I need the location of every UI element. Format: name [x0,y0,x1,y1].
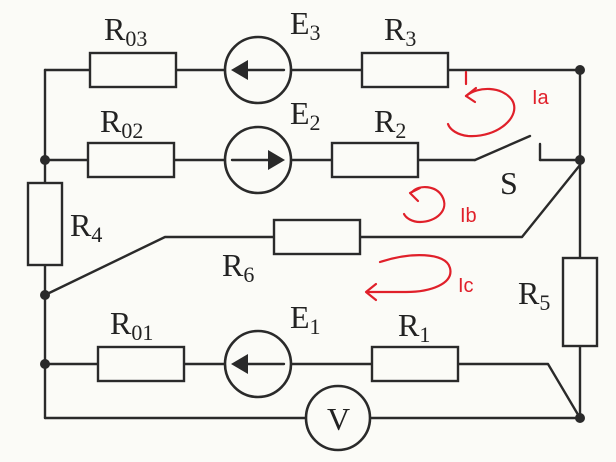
label-r02: R02 [100,103,143,143]
label-voltmeter: V [327,401,350,437]
resistor-r3 [360,51,450,89]
loop-current-ic: Ic [364,254,474,302]
label-e2: E2 [290,95,321,135]
resistors [26,51,599,383]
loop-current-ib: Ib [402,186,477,227]
node-top-right [575,65,585,75]
loop-ib-arrowhead [408,186,422,203]
loop-ia-label: Ia [532,87,550,109]
switch-blade [473,134,532,162]
node-r4-bottom [40,290,50,300]
label-r4: R4 [70,207,102,247]
label-s: S [500,165,518,201]
source-e3 [223,35,293,105]
label-r3: R3 [384,11,416,51]
label-r01: R01 [110,305,153,345]
loop-ic-stroke [366,254,452,294]
resistor-r6 [272,218,362,256]
voltmeter [304,384,372,452]
loop-ic-label: Ic [458,275,474,297]
e1-branch-wire [43,362,582,420]
resistor-r03 [88,51,178,89]
label-r6: R6 [222,247,254,287]
loop-ib-stroke [402,186,446,224]
resistor-r4 [26,181,64,267]
loop-ib-label: Ib [460,205,477,227]
label-r2: R2 [374,103,406,143]
source-e2 [223,125,293,195]
loop-current-ia: Ia [446,70,550,138]
resistor-r01 [96,345,186,383]
loop-ic-arrowhead [364,282,378,302]
loop-ia-arrowhead [464,86,478,104]
node-bottom-right [575,413,585,423]
label-e3: E3 [290,5,321,45]
resistor-r02 [86,141,176,179]
label-r5: R5 [518,275,550,315]
junction-nodes [40,65,585,423]
component-labels: R03 E3 R3 R02 E2 R2 S R4 R6 R5 R01 E1 R1… [70,5,550,437]
resistor-r1 [370,345,460,383]
node-mid-left [40,155,50,165]
node-mid-right [575,155,585,165]
node-e1-left [40,359,50,369]
label-e1: E1 [290,299,321,339]
resistor-r2 [330,141,420,179]
resistor-r5 [561,256,599,348]
source-e1 [223,329,293,399]
switch-s[interactable] [473,134,542,162]
label-r1: R1 [398,307,430,347]
label-r03: R03 [104,11,147,51]
loop-ia-stroke [446,70,516,138]
